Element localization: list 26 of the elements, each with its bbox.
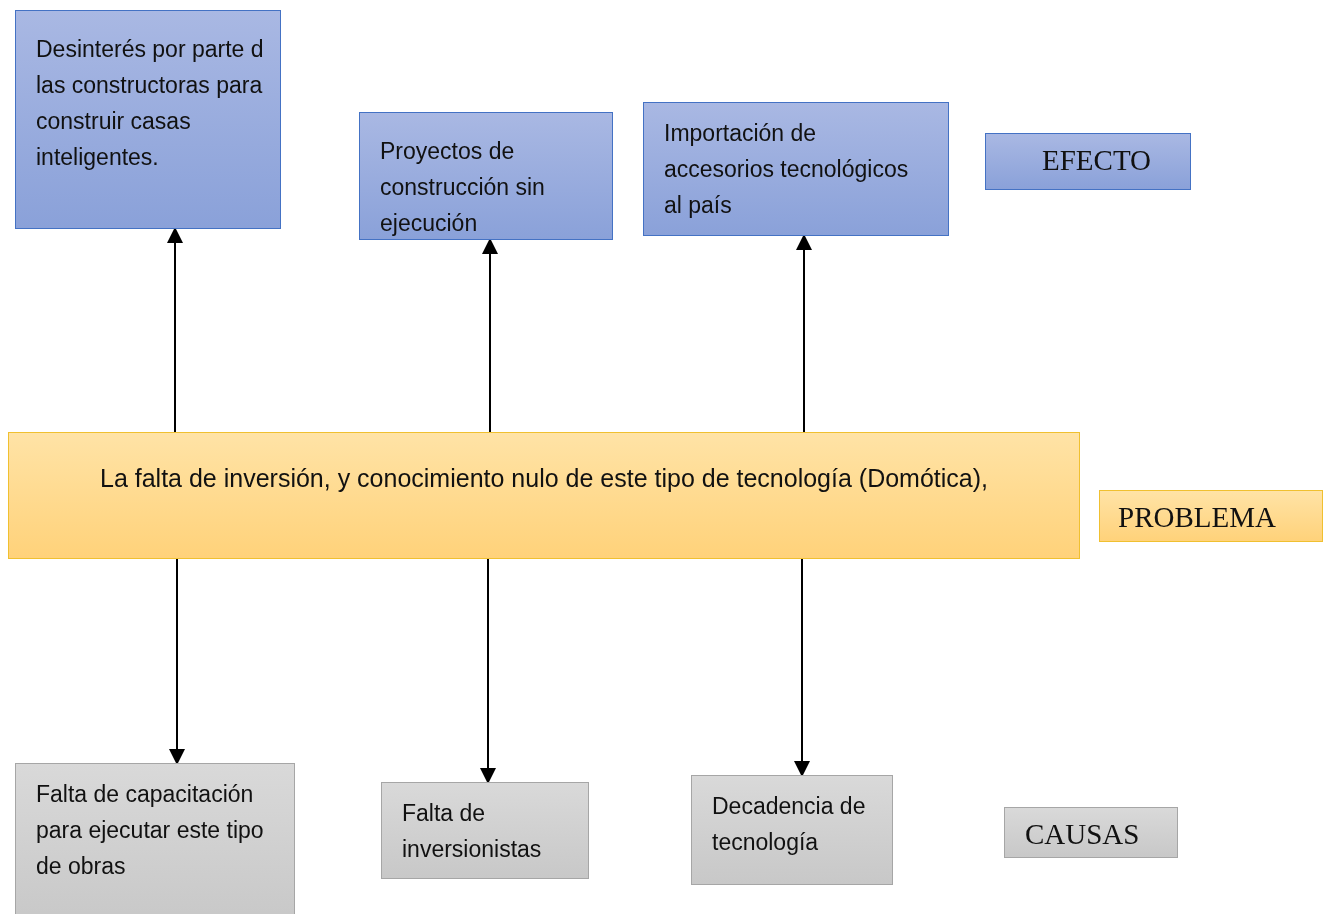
- box-text: Desinterés por parte d las constructoras para construir casas inteligentes.: [35, 35, 265, 172]
- section-label-box: [1004, 807, 1178, 858]
- section-label-box: [985, 133, 1191, 190]
- arrow: [480, 558, 496, 784]
- arrow: [796, 234, 812, 433]
- cause-box: [381, 782, 589, 879]
- effect-box: [15, 10, 281, 229]
- arrow: [794, 558, 810, 777]
- box-text: La falta de inversión, y conocimiento nulo de este tipo de tecnología (Domótica),: [99, 463, 989, 494]
- arrow: [169, 558, 185, 765]
- box-text: Importación de accesorios tecnológicos al país: [663, 119, 910, 220]
- effect-box: [643, 102, 949, 236]
- box-text: Decadencia de tecnología: [711, 792, 867, 857]
- arrow: [482, 238, 498, 433]
- cause-box: [691, 775, 893, 885]
- section-label-box: [1099, 490, 1323, 542]
- problem-box: [8, 432, 1080, 559]
- box-text: Falta de inversionistas: [401, 799, 543, 864]
- box-text: Proyectos de construcción sin ejecución: [379, 137, 546, 238]
- arrow: [167, 227, 183, 433]
- effect-box: [359, 112, 613, 240]
- section-label: PROBLEMA: [1117, 500, 1277, 534]
- box-text: Falta de capacitación para ejecutar este tipo de obras: [35, 780, 265, 881]
- section-label: EFECTO: [1041, 143, 1153, 177]
- cause-box: [15, 763, 295, 914]
- section-label: CAUSAS: [1024, 817, 1141, 851]
